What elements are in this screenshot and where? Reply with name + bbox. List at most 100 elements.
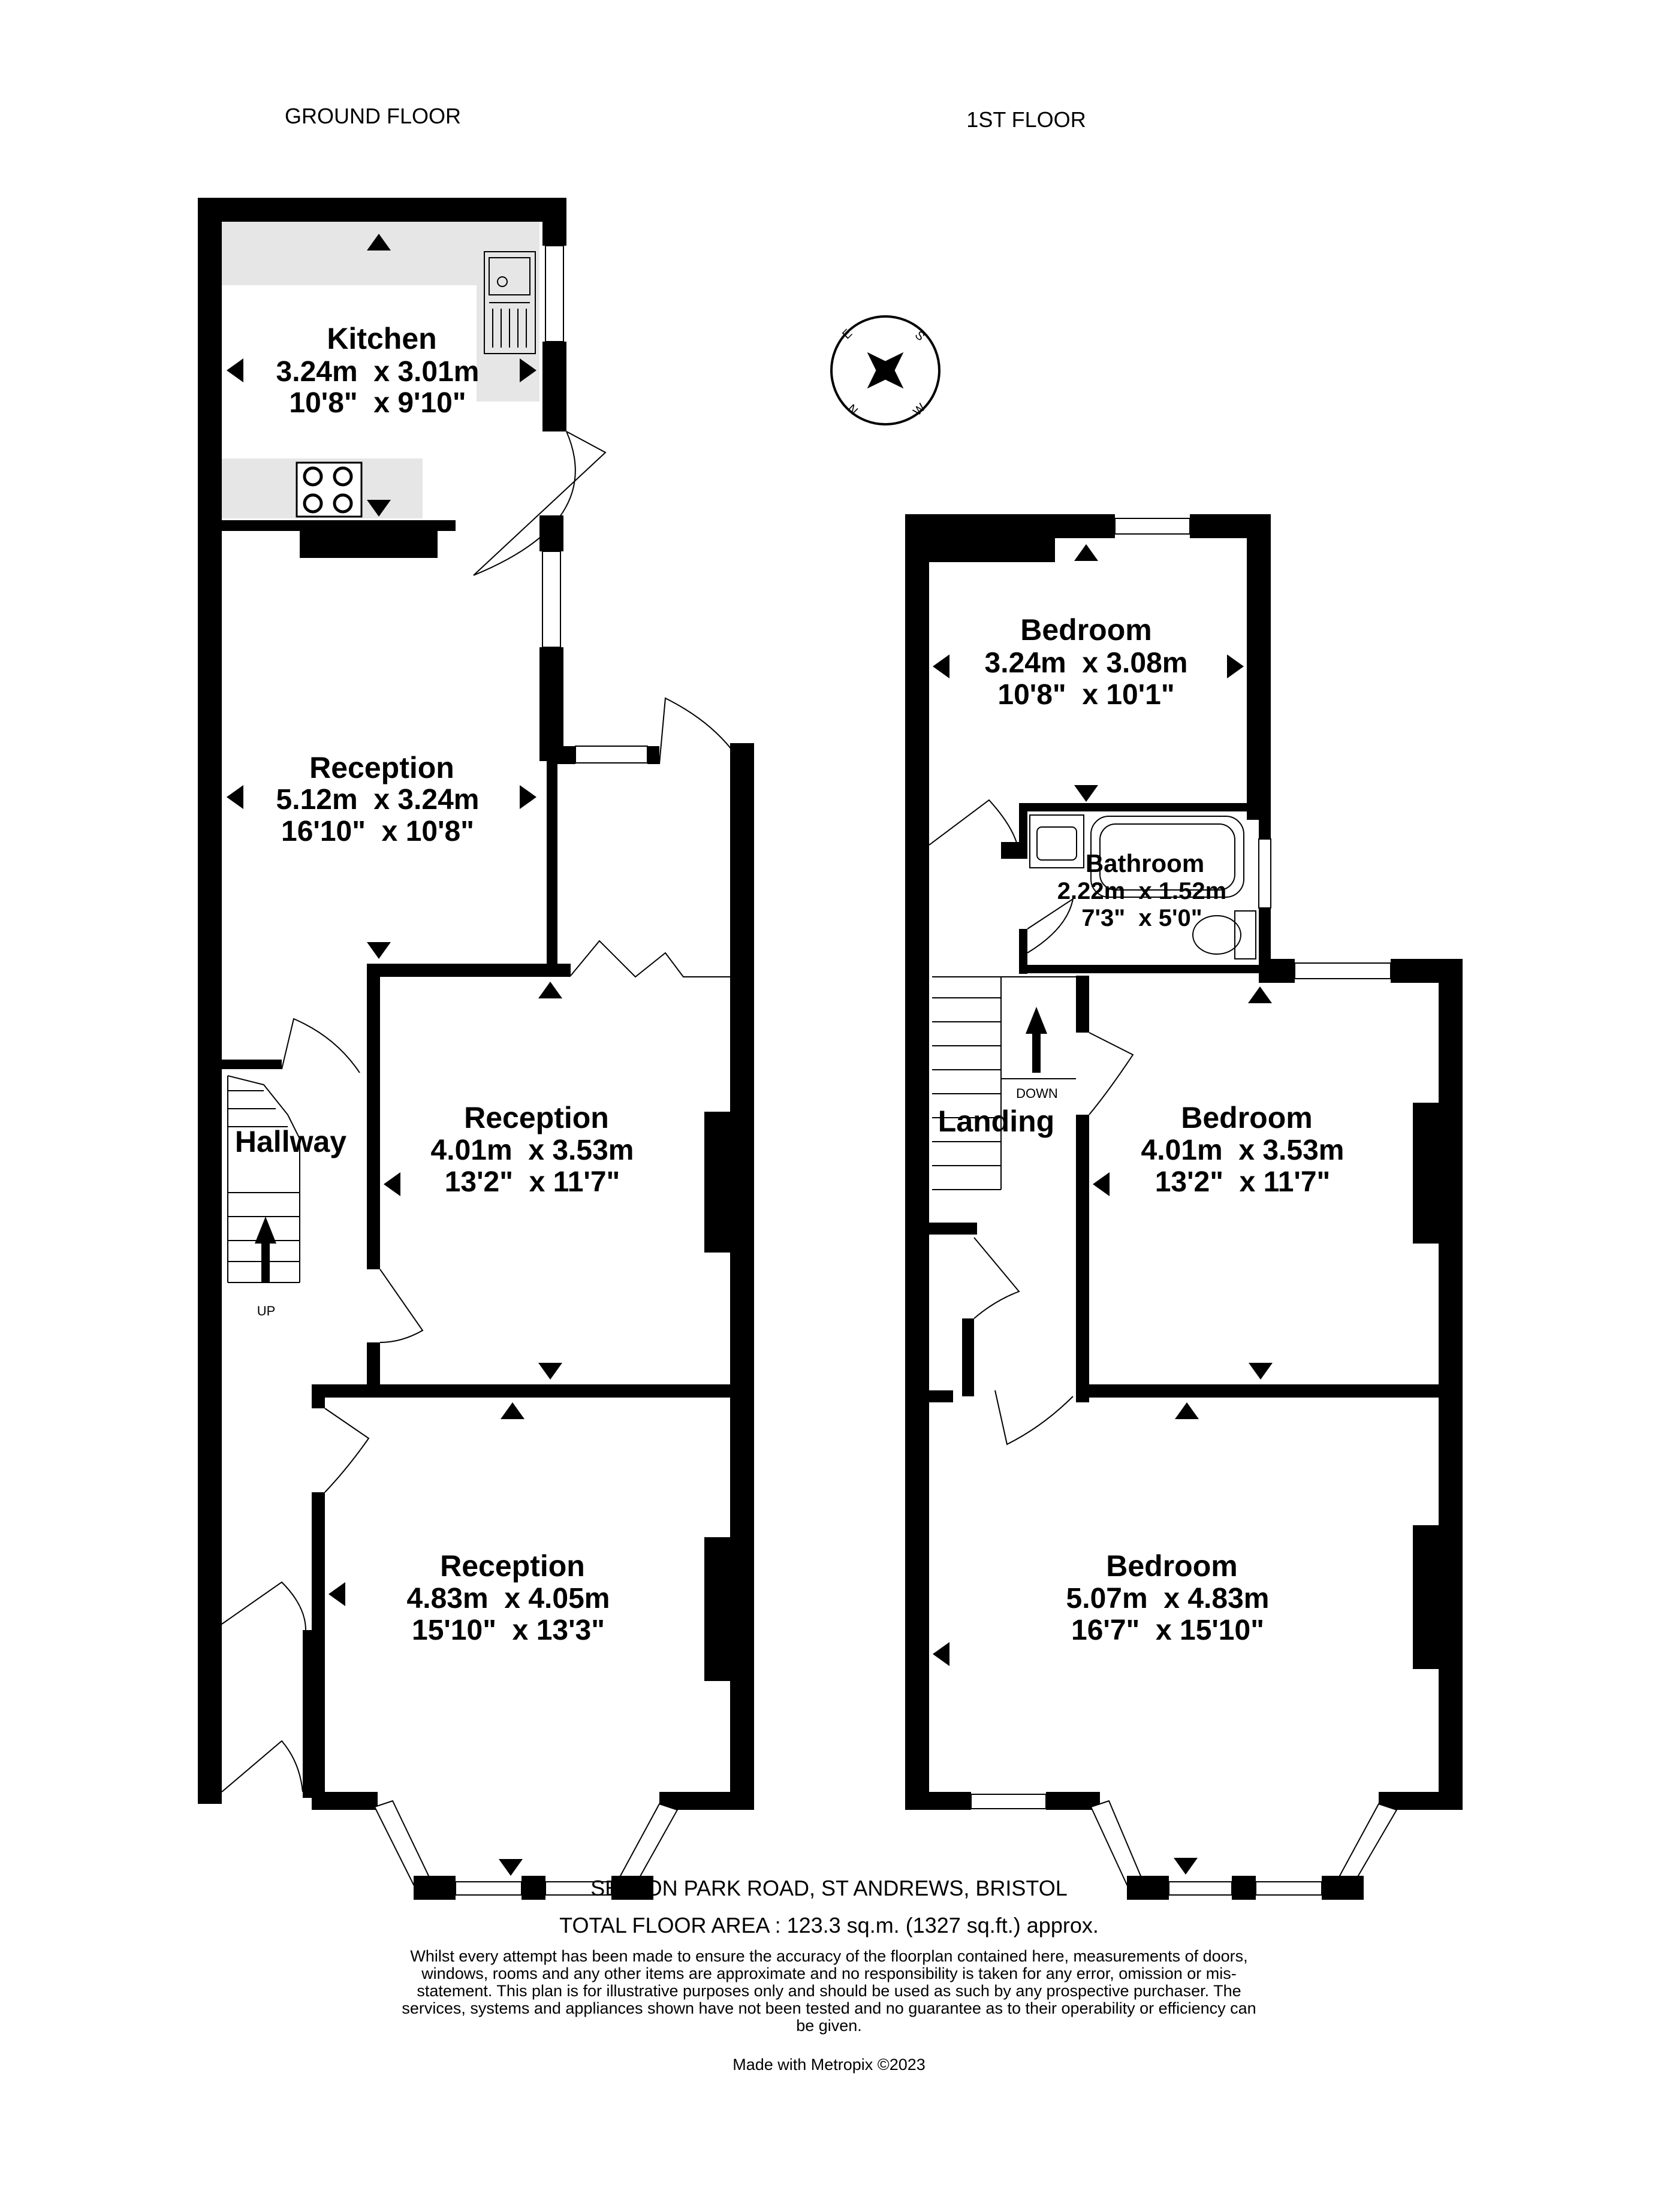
middle-bedroom-window bbox=[1294, 962, 1391, 979]
middle-reception-name: Reception bbox=[464, 1101, 609, 1134]
dimension-arrow bbox=[227, 358, 243, 382]
wall bbox=[905, 1792, 971, 1810]
wall bbox=[1076, 976, 1089, 1033]
cupboard-door-arc bbox=[973, 1237, 1074, 1446]
chimney-breast bbox=[1413, 1103, 1439, 1244]
front-bedroom-bay-right bbox=[1339, 1803, 1398, 1883]
chimney-breast bbox=[1413, 1525, 1439, 1669]
total-floor-area: TOTAL FLOOR AREA : 123.3 sq.m. (1327 sq.… bbox=[559, 1913, 1099, 1938]
front-reception-metric: 4.83m x 4.05m bbox=[407, 1583, 610, 1615]
dimension-arrow bbox=[933, 1642, 949, 1666]
kitchen-window bbox=[545, 245, 564, 342]
wall bbox=[547, 761, 557, 977]
wall bbox=[1019, 803, 1271, 811]
wall bbox=[1322, 1876, 1364, 1900]
wall bbox=[1379, 1792, 1463, 1810]
stairs-up-arrowhead bbox=[255, 1217, 276, 1244]
front-bedroom-metric: 5.07m x 4.83m bbox=[1066, 1583, 1270, 1615]
wall bbox=[1247, 514, 1271, 820]
front-door-arc bbox=[221, 1581, 306, 1792]
dimension-arrow bbox=[227, 785, 243, 809]
rear-bedroom-metric: 3.24m x 3.08m bbox=[985, 647, 1188, 679]
wall bbox=[730, 743, 754, 1804]
dimension-arrow bbox=[520, 785, 536, 809]
dimension-arrow bbox=[1174, 1858, 1198, 1875]
middle-bedroom-metric: 4.01m x 3.53m bbox=[1141, 1134, 1345, 1166]
bathroom-name: Bathroom bbox=[1086, 849, 1204, 877]
wall bbox=[367, 964, 571, 977]
chimney-breast bbox=[704, 1537, 730, 1681]
wall bbox=[1232, 1876, 1256, 1900]
compass-north-label: N bbox=[845, 402, 860, 418]
chimney-breast bbox=[929, 538, 1055, 562]
rear-reception-imperial: 16'10" x 10'8" bbox=[281, 816, 474, 847]
wall bbox=[312, 1792, 378, 1810]
front-bedroom-side-window bbox=[970, 1794, 1047, 1809]
wall bbox=[198, 198, 566, 222]
stairs-up-arrow bbox=[261, 1241, 270, 1282]
wall bbox=[367, 1342, 380, 1396]
made-with-credit: Made with Metropix ©2023 bbox=[732, 2056, 926, 2074]
wall bbox=[198, 198, 222, 1804]
middle-reception-metric: 4.01m x 3.53m bbox=[431, 1134, 634, 1166]
wall bbox=[1259, 959, 1295, 983]
dimension-arrow bbox=[1074, 785, 1098, 802]
rear-reception-metric: 5.12m x 3.24m bbox=[276, 784, 480, 816]
wall bbox=[414, 1876, 456, 1900]
dimension-arrow bbox=[328, 1582, 345, 1606]
chimney-breast bbox=[704, 1112, 730, 1253]
side-return-window bbox=[575, 746, 648, 764]
front-reception-name: Reception bbox=[440, 1549, 585, 1583]
kitchen-name: Kitchen bbox=[327, 322, 436, 355]
front-bedroom-imperial: 16'7" x 15'10" bbox=[1071, 1615, 1264, 1646]
dimension-arrow bbox=[367, 234, 391, 251]
wall bbox=[962, 1318, 974, 1396]
dimension-arrow bbox=[499, 1859, 523, 1876]
sink-icon bbox=[484, 251, 536, 354]
bathroom-metric: 2.22m x 1.52m bbox=[1057, 878, 1226, 904]
front-reception-door-arc bbox=[324, 1408, 370, 1493]
middle-reception-imperial: 13'2" x 11'7" bbox=[445, 1166, 620, 1198]
dimension-arrow bbox=[520, 358, 536, 382]
wall bbox=[312, 1492, 325, 1804]
rear-bedroom-imperial: 10'8" x 10'1" bbox=[997, 679, 1174, 711]
wall bbox=[1127, 1876, 1169, 1900]
basin-icon bbox=[1029, 814, 1084, 868]
stairs-down-arrow bbox=[1032, 1031, 1041, 1073]
wall bbox=[1076, 1384, 1463, 1398]
compass-icon: S E N W bbox=[830, 315, 940, 425]
kitchen-door-arc bbox=[473, 431, 607, 576]
rear-bedroom-name: Bedroom bbox=[1020, 613, 1151, 647]
rear-reception-name: Reception bbox=[309, 751, 454, 784]
wall bbox=[312, 1384, 754, 1398]
front-bedroom-bay-left bbox=[1090, 1800, 1143, 1886]
wall bbox=[539, 647, 563, 761]
wall bbox=[303, 1630, 312, 1798]
rear-bedroom-window bbox=[1114, 518, 1190, 535]
dimension-arrow bbox=[367, 942, 391, 959]
dimension-arrow bbox=[1175, 1402, 1199, 1419]
wall bbox=[1019, 965, 1259, 973]
middle-bedroom-door-arc bbox=[1089, 1032, 1134, 1115]
dimension-arrow bbox=[1227, 654, 1244, 678]
wall bbox=[611, 1876, 653, 1900]
bay-window-right bbox=[619, 1803, 679, 1886]
stairs-down-label: DOWN bbox=[1016, 1086, 1058, 1101]
wall bbox=[1019, 929, 1027, 974]
wall bbox=[929, 1223, 977, 1235]
stairs-up-label: UP bbox=[257, 1303, 276, 1318]
wall bbox=[557, 746, 575, 764]
middle-bedroom-imperial: 13'2" x 11'7" bbox=[1155, 1166, 1331, 1198]
wall bbox=[542, 342, 566, 431]
dimension-arrow bbox=[1249, 1363, 1273, 1380]
wall bbox=[222, 520, 456, 531]
dimension-arrow bbox=[1248, 986, 1272, 1003]
wall bbox=[222, 1060, 282, 1069]
wall bbox=[539, 515, 563, 551]
side-door-arc bbox=[659, 697, 732, 765]
property-address: SEFTON PARK ROAD, ST ANDREWS, BRISTOL bbox=[590, 1876, 1068, 1900]
front-bedroom-name: Bedroom bbox=[1106, 1549, 1237, 1583]
reception-side-window bbox=[542, 551, 561, 648]
wall bbox=[367, 964, 380, 1269]
